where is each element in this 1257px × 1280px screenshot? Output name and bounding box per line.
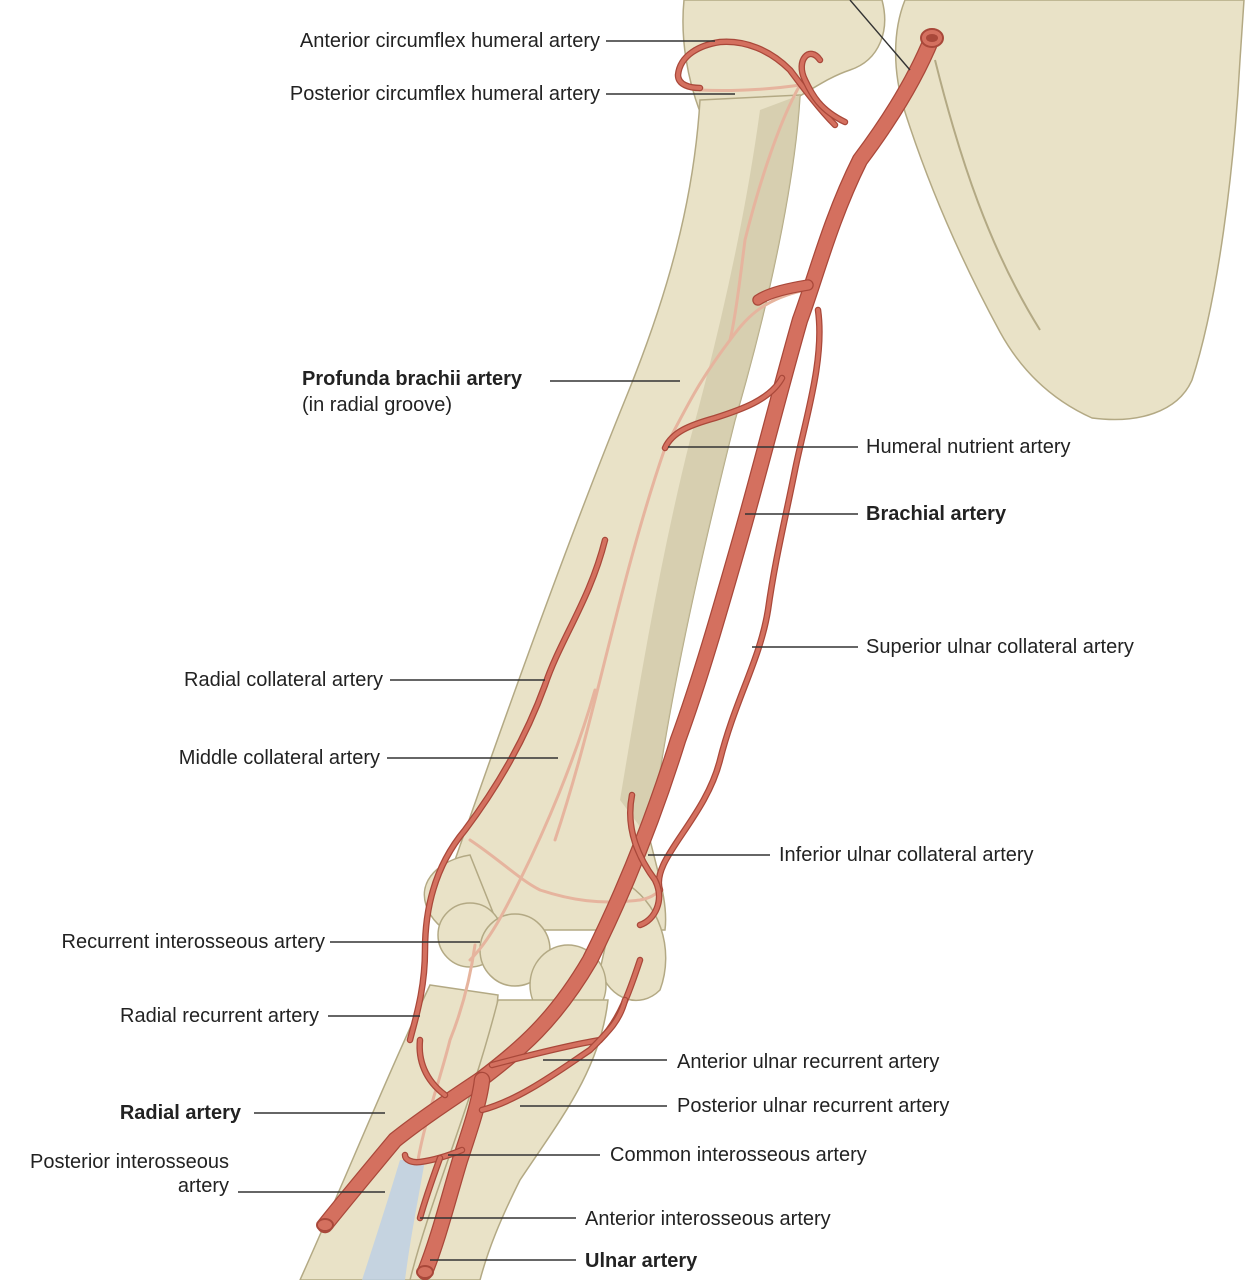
label-posterior-interosseous-line2: artery <box>177 1175 229 1197</box>
label-anterior-circumflex-humeral-artery: Anterior circumflex humeral artery <box>299 30 600 52</box>
ulnar-artery-cut-end <box>416 1265 434 1279</box>
anterior-circumflex-artery <box>675 39 837 127</box>
interosseous-membrane <box>362 1160 425 1280</box>
humerus-shading <box>620 95 800 840</box>
label-posterior-circumflex-humeral-artery: Posterior circumflex humeral artery <box>289 83 600 105</box>
label-anterior-ulnar-recurrent-artery: Anterior ulnar recurrent artery <box>677 1051 940 1073</box>
profunda-brachii-vessel <box>553 288 807 842</box>
middle-collateral-vessel <box>468 688 597 962</box>
label-radial-collateral-artery: Radial collateral artery <box>184 669 383 691</box>
radial-recurrent-artery <box>417 1038 447 1097</box>
scapula <box>894 0 1245 421</box>
posterior-ulnar-recurrent-artery <box>480 998 627 1112</box>
leader-top-cut <box>849 0 911 71</box>
radial-collateral-artery <box>408 538 607 1042</box>
leader-lines <box>238 0 911 1261</box>
superior-ulnar-collateral-artery <box>656 308 822 892</box>
profunda-brachii-artery <box>753 280 813 305</box>
label-middle-collateral-artery: Middle collateral artery <box>178 747 380 769</box>
label-inferior-ulnar-collateral-artery: Inferior ulnar collateral artery <box>779 844 1034 866</box>
inferior-ulnar-collateral-artery <box>628 793 661 927</box>
glenoid-rim <box>934 59 1041 331</box>
elbow-anastomosis <box>468 838 662 904</box>
label-ulnar-artery: Ulnar artery <box>585 1250 698 1272</box>
label-humeral-nutrient-artery: Humeral nutrient artery <box>866 436 1071 458</box>
humeral-nutrient-artery <box>663 376 784 450</box>
label-posterior-ulnar-recurrent-artery: Posterior ulnar recurrent artery <box>677 1095 950 1117</box>
label-brachial-artery: Brachial artery <box>866 503 1007 525</box>
label-profunda-brachii-artery: Profunda brachii artery <box>302 368 523 390</box>
label-anterior-interosseous-artery: Anterior interosseous artery <box>585 1208 831 1230</box>
label-radial-recurrent-artery: Radial recurrent artery <box>120 1005 319 1027</box>
label-radial-artery: Radial artery <box>119 1102 241 1124</box>
common-interosseous-artery <box>403 1148 464 1165</box>
label-common-interosseous-artery: Common interosseous artery <box>610 1144 867 1166</box>
axillary-brachial-artery <box>473 31 939 1087</box>
artery-lumen <box>926 34 938 42</box>
label-recurrent-interosseous-artery: Recurrent interosseous artery <box>61 931 325 953</box>
label-posterior-interosseous-line1: Posterior interosseous <box>30 1151 229 1173</box>
radial-artery <box>318 1073 487 1232</box>
radial-artery-cut-end <box>316 1218 334 1232</box>
label-profunda-sub: (in radial groove) <box>302 394 453 416</box>
label-superior-ulnar-collateral-artery: Superior ulnar collateral artery <box>866 636 1134 658</box>
posterior-circumflex-artery <box>799 51 847 124</box>
ulnar-artery <box>418 1073 489 1279</box>
posterior-circumflex-vessel <box>698 83 803 342</box>
anterior-interosseous-artery <box>418 1156 442 1220</box>
